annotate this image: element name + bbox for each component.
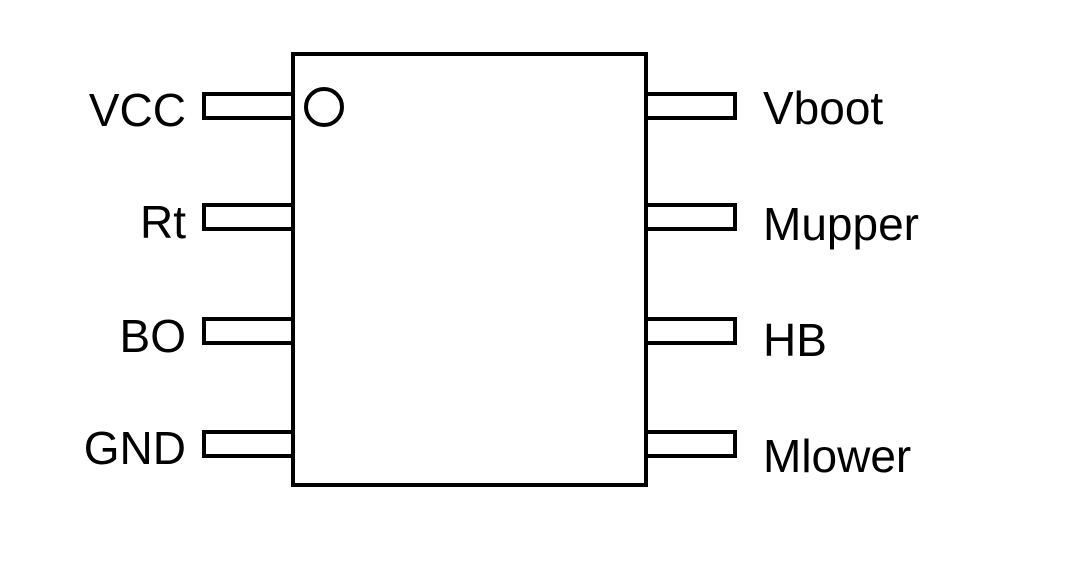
pin-label-gnd: GND	[84, 422, 186, 474]
pin-label-mupper: Mupper	[763, 198, 919, 250]
pin-label-vcc: VCC	[89, 84, 186, 136]
pin-label-bo: BO	[120, 310, 186, 362]
chip-body	[291, 52, 648, 487]
pin-right-8	[644, 92, 737, 120]
pin-left-2	[202, 203, 295, 231]
pin-left-1	[202, 92, 295, 120]
pin1-indicator-circle	[304, 87, 344, 127]
pin-right-5	[644, 430, 737, 458]
pin-left-3	[202, 317, 295, 345]
pin-right-7	[644, 203, 737, 231]
pin-left-4	[202, 430, 295, 458]
pin-right-6	[644, 317, 737, 345]
pin-label-rt: Rt	[140, 196, 186, 248]
pin-label-mlower: Mlower	[763, 430, 911, 482]
pin-label-hb: HB	[763, 314, 827, 366]
pin-label-vboot: Vboot	[763, 82, 883, 134]
